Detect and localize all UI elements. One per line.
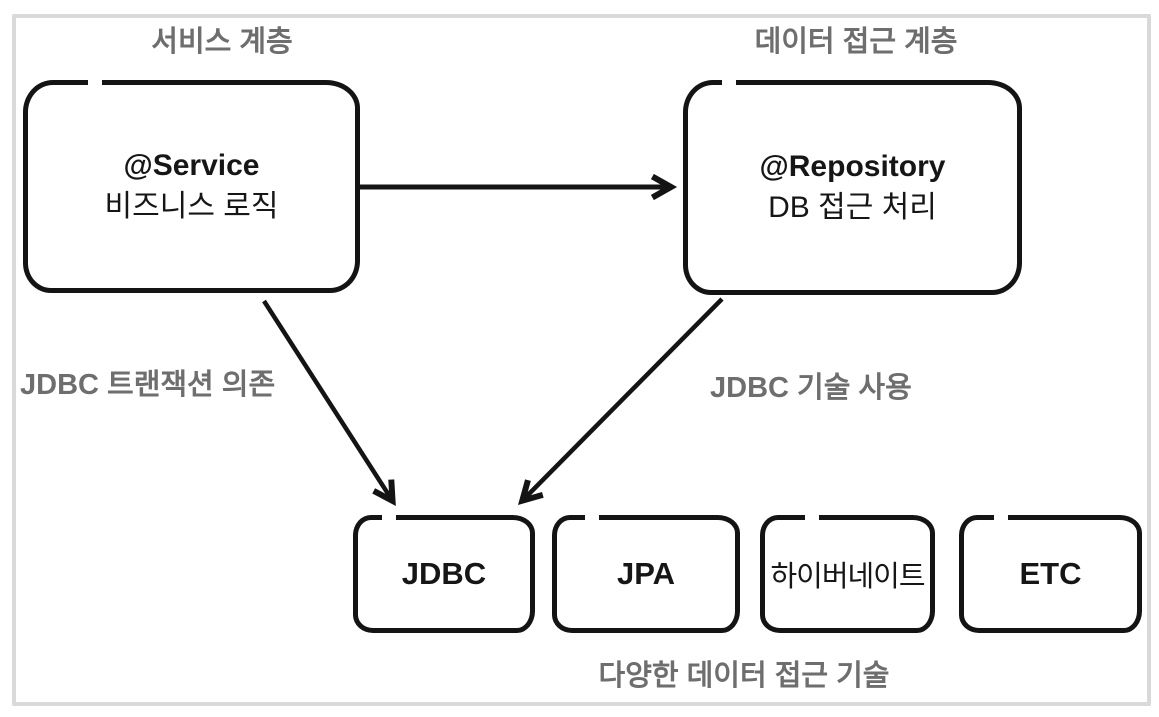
tech-box-hibernate: 하이버네이트: [760, 514, 935, 633]
sketch-gap: [585, 514, 599, 522]
service-layer-title: 서비스 계층: [151, 26, 293, 58]
tech-box-jpa: JPA: [552, 514, 740, 633]
repository-annotation-label: @Repository: [759, 150, 946, 183]
sketch-gap: [88, 79, 102, 87]
service-annotation-label: @Service: [123, 149, 260, 182]
sketch-gap: [722, 79, 736, 87]
tech-label-jdbc: JDBC: [401, 556, 487, 591]
tech-label-jpa: JPA: [616, 556, 675, 591]
sketch-gap: [994, 514, 1008, 522]
tech-label-hibernate: 하이버네이트: [770, 561, 925, 593]
sketch-gap: [382, 514, 396, 522]
technology-usage-label: JDBC 기술 사용: [710, 372, 912, 404]
data-access-layer-title: 데이터 접근 계층: [754, 26, 958, 58]
tech-box-etc: ETC: [959, 514, 1142, 633]
tech-label-etc: ETC: [1019, 556, 1082, 591]
tech-box-jdbc: JDBC: [353, 514, 535, 633]
service-box: @Service 비즈니스 로직: [23, 79, 360, 293]
sketch-gap: [805, 514, 819, 522]
repository-box: @Repository DB 접근 처리: [683, 79, 1022, 295]
service-description-label: 비즈니스 로직: [104, 189, 279, 223]
transaction-dependency-label: JDBC 트랜잭션 의존: [20, 369, 276, 401]
technologies-caption: 다양한 데이터 접근 기술: [598, 660, 890, 692]
repository-description-label: DB 접근 처리: [768, 190, 937, 224]
